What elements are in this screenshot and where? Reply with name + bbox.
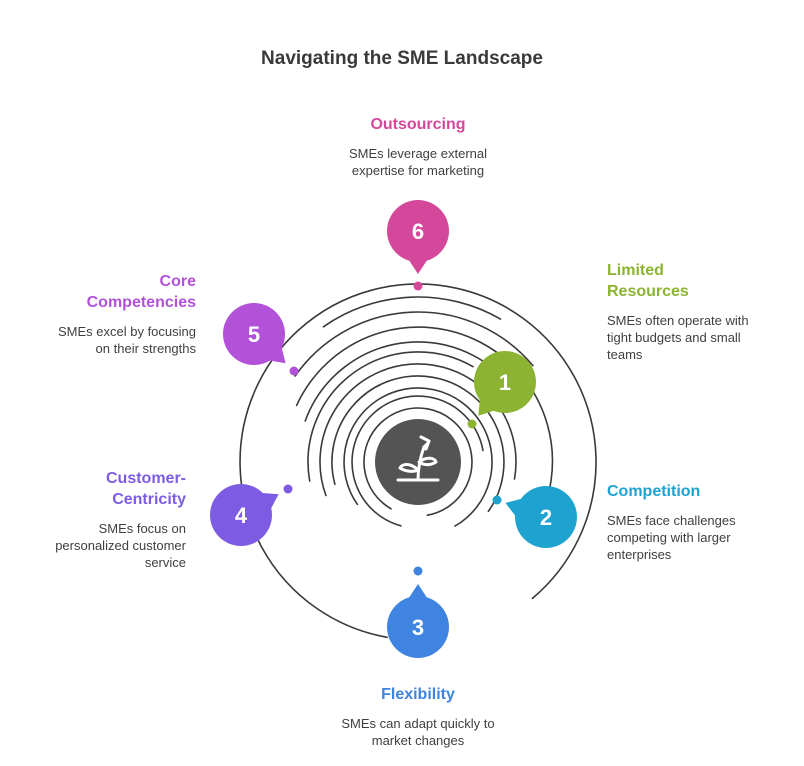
marker-number-3: 3 [412, 615, 424, 640]
marker-circle-4 [210, 484, 272, 546]
ring-arc-6 [307, 351, 474, 482]
step-markers: 1 2 3 4 5 6 [210, 200, 577, 658]
marker-number-2: 2 [540, 505, 552, 530]
label-competition: Competition SMEs face challenges competi… [607, 481, 787, 563]
step-desc-core-competencies: SMEs excel by focusing on their strength… [57, 324, 196, 356]
step-marker-2: 2 [492, 486, 577, 548]
marker-circle-2 [515, 486, 577, 548]
ring-arc-5 [319, 363, 517, 497]
marker-circle-1 [474, 351, 536, 413]
label-limited-resources: Limited Resources SMEs often operate wit… [607, 260, 787, 363]
label-core-competencies: Core Competencies SMEs excel by focusing… [16, 271, 196, 357]
sprout-growth-icon [396, 435, 440, 482]
ring-arc-8 [295, 326, 554, 530]
step-marker-4: 4 [210, 484, 293, 546]
ring-dot-5 [289, 366, 299, 376]
ring-arc-1 [363, 407, 473, 516]
ring-dot-1 [467, 419, 477, 429]
step-title-competition: Competition [607, 483, 701, 500]
ring-arc-9 [294, 311, 534, 377]
step-title-limited-resources: Limited Resources [607, 262, 689, 300]
marker-number-1: 1 [499, 370, 511, 395]
marker-circle-5 [223, 303, 285, 365]
ring-arc-10 [322, 296, 502, 328]
marker-number-6: 6 [412, 219, 424, 244]
step-marker-1: 1 [467, 351, 536, 429]
label-flexibility: Flexibility SMEs can adapt quickly to ma… [318, 684, 518, 749]
ring-dot-2 [492, 495, 502, 505]
step-marker-6: 6 [387, 200, 449, 291]
label-customer-centricity: Customer- Centricity SMEs focus on perso… [6, 468, 186, 571]
ring-arc-11 [239, 283, 597, 639]
marker-number-5: 5 [248, 322, 260, 347]
marker-circle-3 [387, 596, 449, 658]
step-title-flexibility: Flexibility [381, 686, 455, 703]
marker-number-4: 4 [235, 503, 248, 528]
step-desc-customer-centricity: SMEs focus on personalized customer serv… [55, 521, 186, 570]
ring-arc-2 [351, 395, 484, 527]
step-desc-limited-resources: SMEs often operate with tight budgets an… [607, 313, 749, 362]
step-marker-3: 3 [387, 566, 449, 658]
step-desc-outsourcing: SMEs leverage external expertise for mar… [348, 146, 487, 178]
step-title-outsourcing: Outsourcing [370, 116, 466, 133]
step-marker-5: 5 [223, 303, 299, 376]
page-title: Navigating the SME Landscape [261, 48, 543, 69]
step-desc-competition: SMEs face challenges competing with larg… [607, 513, 736, 562]
step-desc-flexibility: SMEs can adapt quickly to market changes [341, 716, 495, 748]
ring-dot-6 [413, 281, 423, 291]
ring-arc-4 [331, 375, 505, 513]
step-title-customer-centricity: Customer- Centricity [105, 470, 186, 508]
ring-arc-3 [343, 387, 493, 527]
ring-dot-3 [413, 566, 423, 576]
step-title-core-competencies: Core Competencies [86, 273, 196, 311]
ring-dot-4 [283, 484, 293, 494]
concentric-rings [239, 283, 597, 639]
label-outsourcing: Outsourcing SMEs leverage external exper… [318, 114, 518, 179]
marker-circle-6 [387, 200, 449, 262]
